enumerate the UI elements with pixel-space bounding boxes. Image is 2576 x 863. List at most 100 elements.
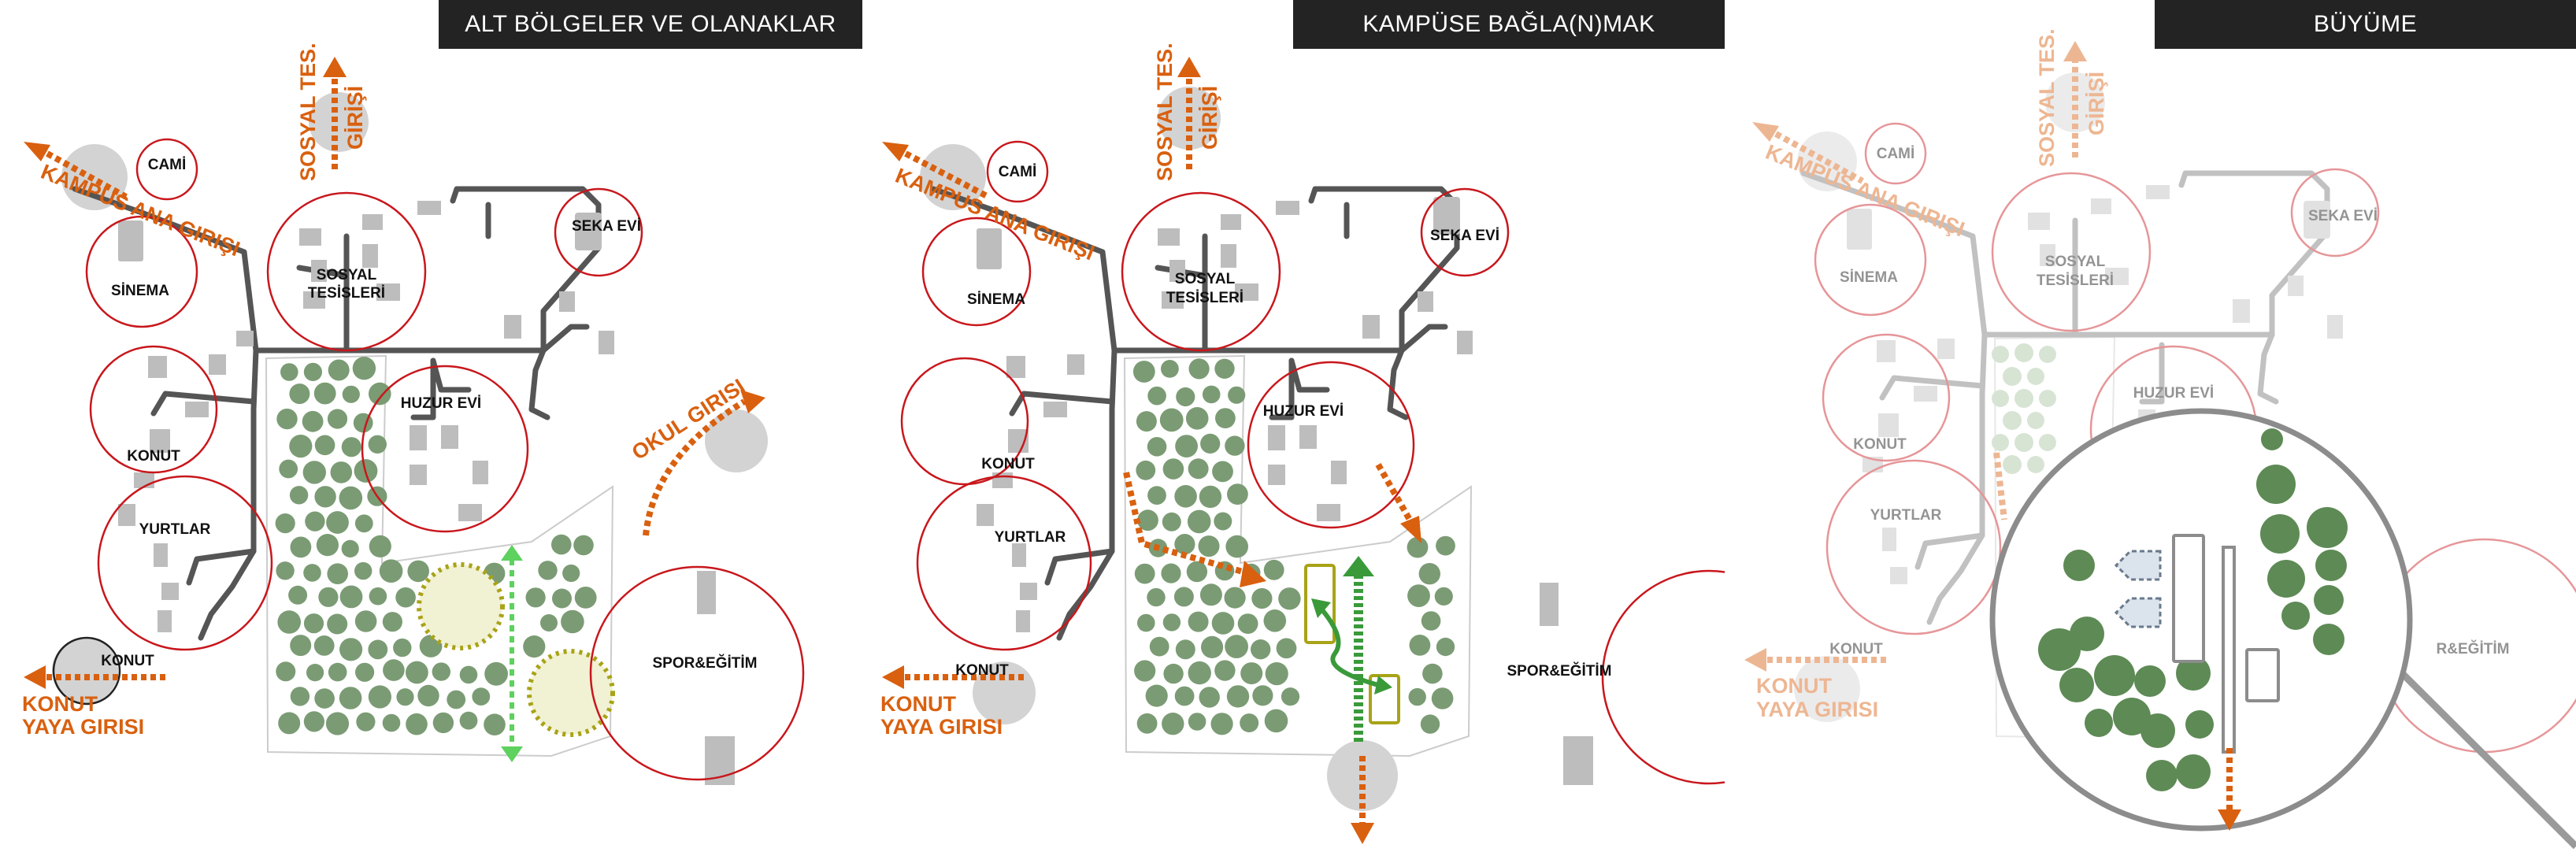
tree-canopy [523, 635, 546, 658]
tree-canopy [352, 357, 376, 380]
panel-sub-zones: ALT BÖLGELER VE OLANAKLAR [0, 0, 866, 863]
zone-label-sosyal-2: TESİSLERİ [308, 285, 385, 302]
tree-canopy [484, 661, 508, 686]
zoomed-buildings [2172, 534, 2280, 754]
tree-canopy [368, 639, 388, 660]
tree-canopy [1161, 360, 1179, 378]
entrance-arrows [1764, 59, 2078, 663]
building-footprints [118, 201, 735, 785]
tree-canopy [1278, 587, 1301, 610]
tree-canopy [278, 712, 301, 735]
tree-canopy [1263, 559, 1284, 580]
tree-canopy [316, 534, 339, 557]
zone-label-spor: SPOR&EĞİTİM [1507, 662, 1611, 680]
tree-canopy [1147, 486, 1166, 505]
tree-canopy [290, 536, 312, 558]
tree-canopy [342, 385, 360, 403]
tree-canopy [1163, 663, 1184, 684]
tree-canopy [419, 635, 443, 657]
tree-canopy [1264, 709, 1288, 733]
tree-canopy [303, 613, 324, 634]
panel-title: BÜYÜME [2155, 0, 2576, 49]
zone-label-huzur: HUZUR EVİ [401, 395, 481, 412]
tree-canopy [417, 684, 439, 707]
zone-label-seka: SEKA EVİ [2308, 208, 2378, 224]
tree-canopy [302, 461, 326, 484]
tree-canopy [1188, 661, 1211, 685]
tree-canopy [290, 635, 312, 657]
tree-canopy [1265, 662, 1288, 686]
green-connection-arrow [1311, 556, 1392, 744]
zone-label-konut-2: KONUT [1829, 641, 1883, 657]
tree-canopy [551, 534, 572, 555]
konut-entrance-circle [52, 636, 121, 706]
tree-canopy [277, 610, 302, 634]
tree-canopy [447, 690, 466, 709]
road-network [1800, 170, 2330, 625]
tree-canopy [1162, 458, 1184, 480]
tree-canopy [1137, 613, 1155, 632]
site-parcel [265, 354, 614, 757]
tree-canopy [1276, 638, 1297, 659]
zone-label-seka: SEKA EVİ [1430, 228, 1499, 244]
site-parcel [1123, 354, 1473, 757]
tree-canopy [341, 539, 359, 558]
zone-label-sinema: SİNEMA [1840, 269, 1898, 286]
tree-canopy [382, 612, 402, 632]
tree-canopy [1174, 686, 1195, 706]
tree-canopy [1149, 636, 1169, 657]
tree-canopy [328, 359, 350, 381]
tree-canopy [305, 511, 325, 532]
tree-canopy [1162, 713, 1184, 735]
tree-canopy [432, 662, 450, 681]
tree-canopy [339, 638, 363, 661]
tree-canopy [1147, 437, 1167, 457]
tree-canopy [1132, 361, 1155, 383]
tree-canopy [1434, 587, 1453, 606]
tree-canopy [1422, 663, 1443, 684]
tree-canopy [356, 712, 376, 732]
zone-label-sosyal-2: TESİSLERİ [1166, 290, 1244, 306]
zone-label-cami: CAMİ [148, 157, 187, 173]
zone-label-sinema: SİNEMA [967, 291, 1025, 308]
entrance-label-sosyal-1: SOSYAL TES. [296, 43, 320, 181]
tree-canopy [290, 687, 310, 706]
tree-canopy [1188, 713, 1206, 731]
tree-canopy [395, 587, 416, 608]
tree-canopy [406, 661, 428, 684]
entrance-label-sosyal-2: GİRİŞİ [2085, 72, 2108, 135]
tree-canopy [313, 635, 335, 656]
tree-canopy [275, 513, 295, 534]
tree-canopy [1281, 687, 1300, 706]
tree-canopy [276, 408, 298, 430]
tree-canopy [1214, 512, 1232, 531]
tree-canopy [540, 614, 558, 632]
entrance-arrows [902, 75, 1413, 827]
zone-label-konut-2: KONUT [955, 662, 1009, 679]
road-network [72, 186, 602, 641]
panel-connecting: KAMPÜSE BAĞLA(N)MAK [858, 0, 1725, 863]
tree-canopy [1173, 587, 1194, 607]
tree-canopy [339, 486, 363, 510]
tree-canopy [472, 687, 491, 706]
tree-canopy [1210, 713, 1233, 735]
tree-canopy [313, 382, 336, 405]
zone-label-huzur: HUZUR EVİ [2133, 385, 2214, 402]
zone-label-spor: R&EĞİTİM [2437, 640, 2510, 657]
entrance-label-sosyal-1: SOSYAL TES. [2035, 28, 2059, 167]
tree-canopy [459, 711, 478, 730]
tree-canopy [393, 638, 412, 657]
entrance-label-konut-2: YAYA GIRISI [880, 715, 1003, 739]
zone-label-seka: SEKA EVİ [572, 218, 641, 235]
building-footprints [977, 197, 1593, 785]
zone-label-konut: KONUT [1853, 436, 1907, 453]
tree-canopy [306, 664, 324, 682]
site-plan-connecting: CAMİ SİNEMA SOSYAL TESİSLERİ SEKA EVİ HU… [880, 43, 1725, 844]
tree-canopy [562, 564, 580, 583]
zone-label-cami: CAMİ [999, 164, 1037, 180]
tree-canopy [382, 713, 401, 732]
tree-canopy [1188, 458, 1209, 480]
tree-cluster [1132, 358, 1455, 735]
green-connection-arrow [501, 545, 523, 762]
tree-canopy [314, 435, 335, 456]
